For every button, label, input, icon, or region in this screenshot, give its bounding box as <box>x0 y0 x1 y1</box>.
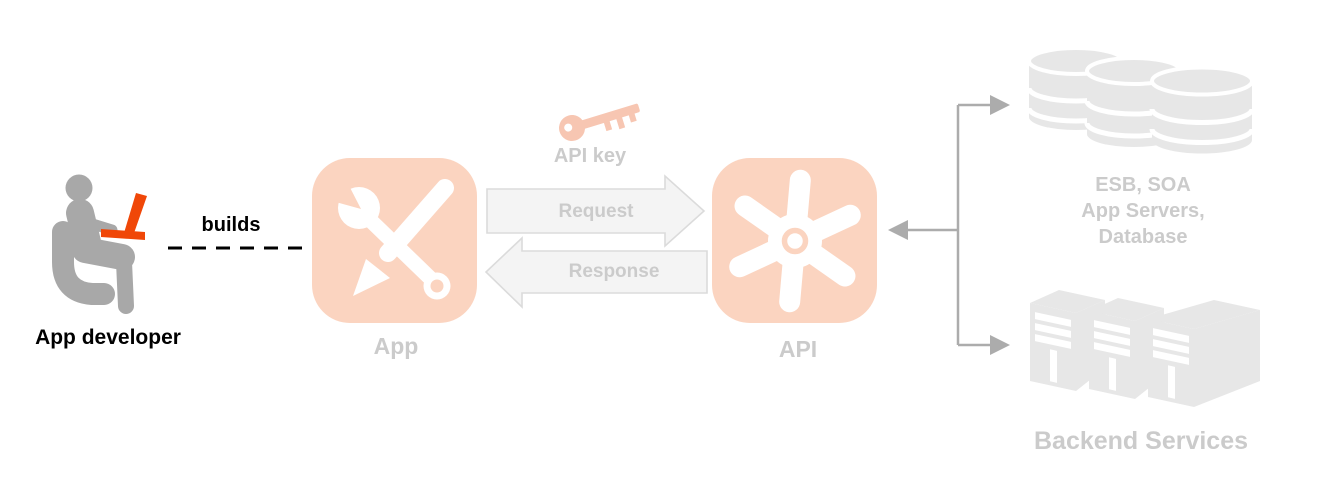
impeller-gear-icon <box>729 169 861 313</box>
laptop-icon <box>101 193 147 240</box>
database-cylinders-icon <box>1026 46 1255 154</box>
wrench-and-pencil-icon <box>314 172 454 300</box>
api-label: API <box>778 336 818 362</box>
backend-upper-label: ESB, SOA App Servers, Database <box>1081 172 1204 250</box>
key-icon <box>559 103 640 141</box>
person-at-laptop-icon <box>52 174 147 314</box>
arrowhead-right-to-databases <box>990 95 1010 115</box>
backend-upper-line1: ESB, SOA <box>1095 174 1191 196</box>
backend-upper-line3: Database <box>1098 226 1188 248</box>
app-icon <box>312 158 477 323</box>
response-label: Response <box>568 261 660 282</box>
backend-connector <box>888 95 1010 355</box>
app-label: App <box>373 333 419 359</box>
backend-upper-line2: App Servers, <box>1081 200 1205 222</box>
server-towers-icon <box>1030 290 1260 407</box>
api-icon <box>712 158 877 323</box>
builds-label: builds <box>201 214 261 236</box>
app-developer-label: App developer <box>35 326 181 349</box>
arrowhead-right-to-servers <box>990 335 1010 355</box>
api-key-label: API key <box>553 145 627 167</box>
server-box <box>1148 300 1260 407</box>
arrowhead-left-to-api <box>888 220 908 240</box>
response-arrow-shape <box>484 236 708 309</box>
backend-services-label: Backend Services <box>1033 427 1249 455</box>
request-arrow-shape <box>486 174 706 248</box>
request-label: Request <box>558 201 634 222</box>
